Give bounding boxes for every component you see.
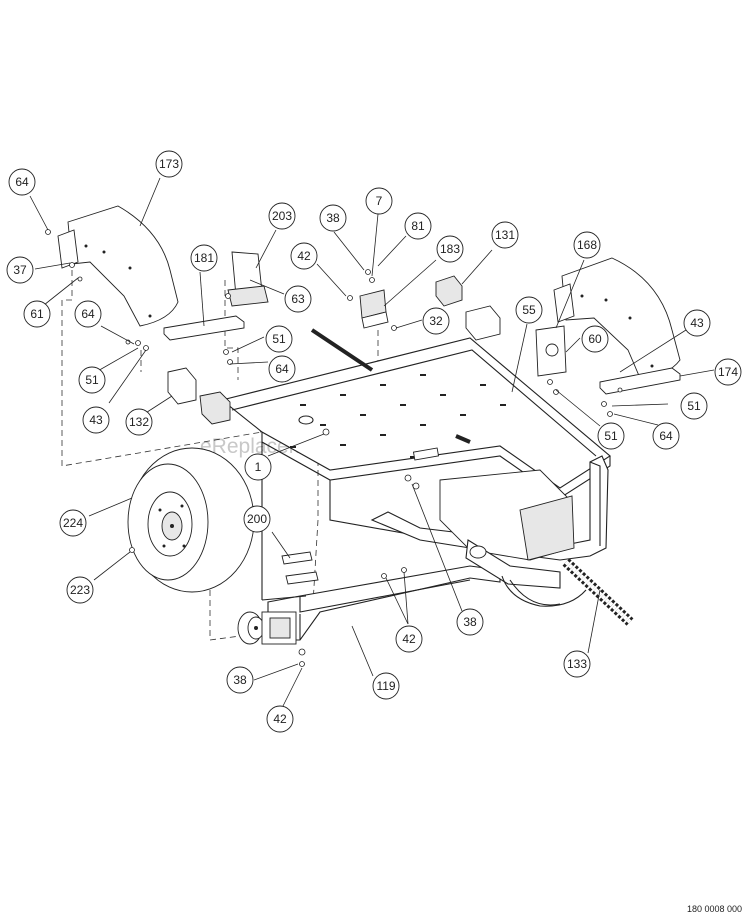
callout-label: 60 (588, 332, 602, 346)
callout-42: 42 (266, 705, 294, 733)
callout-label: 64 (275, 362, 289, 376)
callout-81: 81 (404, 212, 432, 240)
callout-label: 38 (326, 211, 340, 225)
callout-61: 61 (23, 300, 51, 328)
callout-label: 223 (70, 583, 90, 597)
callout-64: 64 (8, 168, 36, 196)
callout-168: 168 (573, 231, 601, 259)
callout-label: 224 (63, 516, 83, 530)
fender-bracket-174 (599, 367, 681, 395)
callout-label: 51 (272, 332, 286, 346)
callout-183: 183 (436, 235, 464, 263)
callout-203: 203 (268, 202, 296, 230)
strap-200 (281, 551, 319, 585)
fender-bracket-181 (163, 315, 245, 341)
callout-133: 133 (563, 650, 591, 678)
callout-label: 61 (30, 307, 44, 321)
callout-label: 203 (272, 209, 292, 223)
callout-label: 133 (567, 657, 587, 671)
callout-1: 1 (244, 453, 272, 481)
fender-bracket-203 (227, 251, 269, 307)
callout-51: 51 (78, 366, 106, 394)
callout-label: 51 (604, 429, 618, 443)
callout-label: 51 (85, 373, 99, 387)
callout-51: 51 (680, 392, 708, 420)
callout-label: 43 (690, 316, 704, 330)
callout-label: 174 (718, 365, 738, 379)
callout-63: 63 (284, 285, 312, 313)
callout-64: 64 (268, 355, 296, 383)
front-bracket-132 (167, 367, 231, 425)
callout-label: 119 (376, 679, 395, 693)
callout-label: 132 (129, 415, 149, 429)
bracket-131 (435, 275, 501, 341)
callout-label: 64 (15, 175, 29, 189)
callout-label: 131 (495, 228, 515, 242)
callout-37: 37 (6, 256, 34, 284)
callout-64: 64 (652, 422, 680, 450)
callout-181: 181 (190, 244, 218, 272)
callout-label: 173 (159, 157, 179, 171)
fender-left-173 (57, 205, 179, 327)
callout-label: 64 (659, 429, 673, 443)
wheel-224 (127, 447, 255, 593)
callout-label: 181 (194, 251, 214, 265)
callout-223: 223 (66, 576, 94, 604)
callout-label: 1 (255, 460, 262, 474)
callout-label: 7 (376, 194, 383, 208)
callout-51: 51 (597, 422, 625, 450)
callout-38: 38 (319, 204, 347, 232)
callout-38: 38 (456, 608, 484, 636)
callout-7: 7 (365, 187, 393, 215)
safety-chain-133 (562, 558, 634, 626)
callout-label: 38 (463, 615, 477, 629)
callout-label: 42 (402, 632, 416, 646)
callout-label: 55 (522, 303, 536, 317)
callout-173: 173 (155, 150, 183, 178)
callout-label: 168 (577, 238, 597, 252)
callout-label: 37 (13, 263, 27, 277)
callout-38: 38 (226, 666, 254, 694)
callout-43: 43 (683, 309, 711, 337)
callout-label: 64 (81, 307, 95, 321)
callout-64: 64 (74, 300, 102, 328)
callout-label: 32 (429, 314, 443, 328)
callout-label: 183 (440, 242, 460, 256)
callout-132: 132 (125, 408, 153, 436)
bracket-183 (359, 289, 389, 329)
fender-right-168 (553, 257, 681, 379)
callout-60: 60 (581, 325, 609, 353)
callout-label: 43 (89, 413, 103, 427)
callout-label: 42 (297, 249, 311, 263)
callout-42: 42 (395, 625, 423, 653)
callout-174: 174 (714, 358, 742, 386)
callout-200: 200 (243, 505, 271, 533)
callout-51: 51 (265, 325, 293, 353)
callout-42: 42 (290, 242, 318, 270)
callout-label: 81 (411, 219, 425, 233)
callout-32: 32 (422, 307, 450, 335)
callout-131: 131 (491, 221, 519, 249)
callout-label: 38 (233, 673, 247, 687)
callout-224: 224 (59, 509, 87, 537)
plate-55 (535, 325, 567, 377)
callout-119: 119 (372, 672, 400, 700)
callout-label: 63 (291, 292, 305, 306)
callout-label: 42 (273, 712, 287, 726)
document-number: 180 0008 000 (687, 904, 742, 914)
leader-lines (29, 177, 715, 707)
callout-label: 200 (247, 512, 267, 526)
callout-55: 55 (515, 296, 543, 324)
callout-label: 51 (687, 399, 701, 413)
hub (237, 611, 297, 645)
callout-43: 43 (82, 406, 110, 434)
rod (310, 328, 374, 372)
